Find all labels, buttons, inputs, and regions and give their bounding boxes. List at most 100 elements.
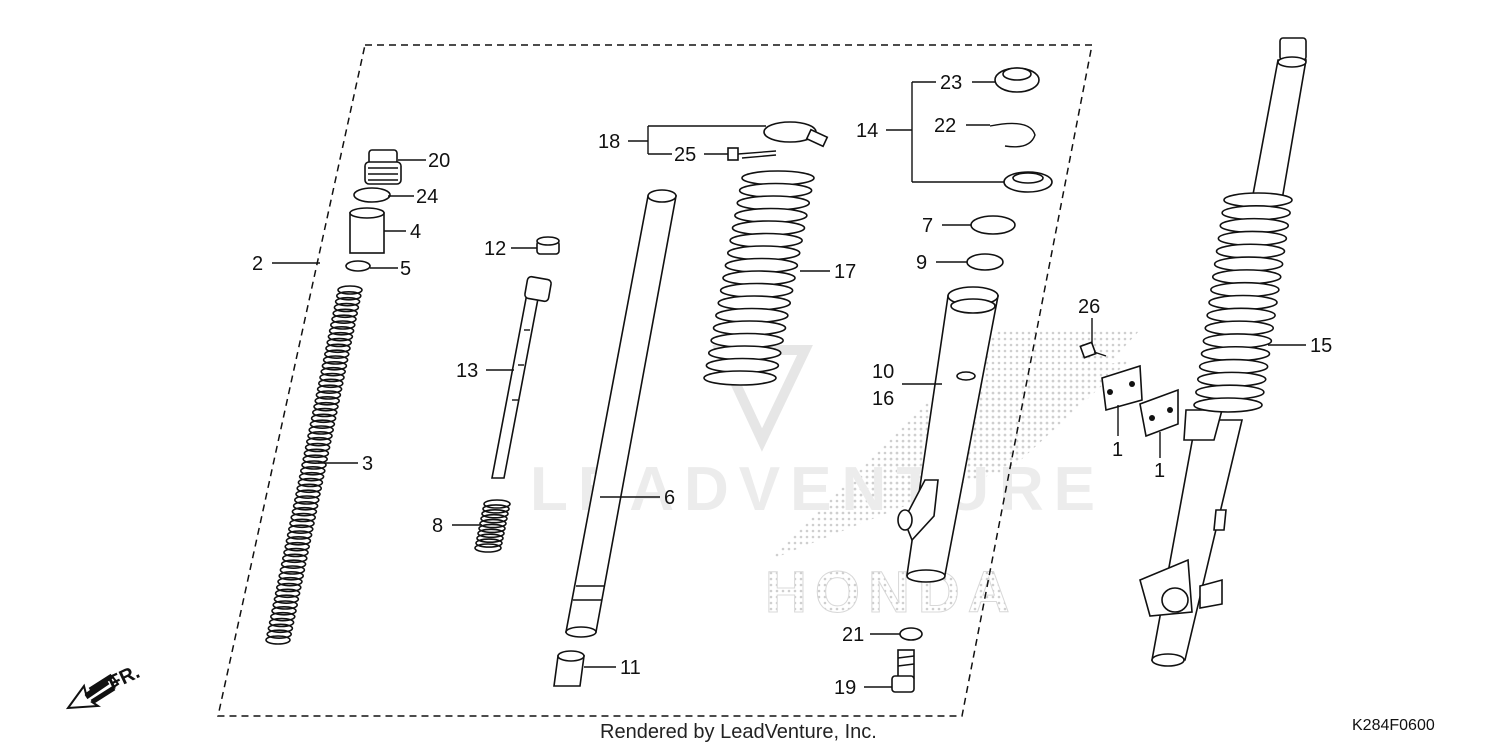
spring-coil	[316, 384, 343, 394]
spring-coil	[287, 524, 314, 534]
boot-fold	[703, 370, 777, 386]
spring-coil	[334, 296, 361, 307]
spring-coil	[314, 396, 341, 406]
callout-16: 16	[872, 388, 894, 410]
spring-coil	[303, 448, 330, 459]
callout-8: 8	[432, 515, 443, 537]
part-18-clamp	[763, 121, 829, 148]
spring-coil	[311, 407, 338, 418]
boot-fold	[1208, 294, 1278, 311]
spring-coil	[310, 413, 337, 424]
spring-coil	[267, 623, 294, 634]
spring-coil	[305, 436, 332, 447]
spring-coil	[320, 366, 347, 377]
callout-17: 17	[834, 261, 856, 283]
spring-coil	[331, 314, 357, 324]
part-12-cap	[536, 236, 560, 255]
spring-coil	[290, 512, 317, 523]
part-24-oring	[353, 187, 391, 203]
callout-1-a: 1	[1112, 439, 1123, 461]
boot-fold	[1193, 397, 1263, 413]
boot-fold	[1217, 230, 1288, 247]
spring-coil	[296, 483, 323, 494]
boot-fold	[1219, 217, 1290, 234]
spring-coil	[474, 543, 502, 553]
spring-coil	[286, 530, 313, 540]
spring-coil	[283, 547, 309, 558]
spring-coil	[299, 466, 326, 476]
part-17-dust-boot	[703, 170, 815, 386]
honda-watermark-text: HONDA	[765, 560, 1018, 625]
spring-coil	[309, 419, 336, 429]
boot-fold	[1211, 269, 1282, 285]
boot-fold	[1206, 307, 1276, 324]
boot-fold	[1215, 243, 1286, 260]
part-3-spring	[265, 285, 363, 645]
part-26-bolt	[1079, 341, 1107, 359]
part-6-fork-tube	[565, 189, 677, 638]
spring-coil	[477, 528, 505, 539]
spring-coil	[332, 308, 359, 319]
part-23-dust-seal	[994, 67, 1040, 93]
callout-13: 13	[456, 360, 478, 382]
spring-coil	[321, 361, 348, 371]
boot-fold	[1210, 281, 1280, 298]
callout-22: 22	[934, 115, 956, 137]
spring-coil	[480, 513, 508, 524]
spring-coil	[275, 582, 302, 593]
callout-labels: 2 20 24 4 5 3 12 13 8 6 11 18 25 17 14 2…	[252, 72, 1332, 699]
part-8-spring	[474, 499, 511, 553]
spring-coil	[327, 331, 354, 342]
spring-coil	[272, 600, 299, 610]
part-1-bracket-b	[1139, 388, 1179, 438]
part-5-washer	[345, 260, 371, 272]
boot-fold	[1221, 205, 1291, 221]
spring-coil	[280, 559, 307, 569]
spring-coil	[335, 291, 362, 301]
callout-21: 21	[842, 624, 864, 646]
spring-coil	[302, 454, 329, 464]
part-1-bracket-a	[1101, 364, 1143, 412]
boot-fold	[1198, 358, 1269, 375]
spring-coil	[482, 504, 510, 514]
diagram-code: K284F0600	[1352, 717, 1435, 734]
spring-coil	[337, 285, 363, 295]
callout-11: 11	[620, 657, 641, 679]
callout-24: 24	[416, 186, 438, 208]
spring-coil	[315, 390, 342, 400]
part-7-washer	[970, 215, 1016, 235]
spring-coil	[313, 401, 339, 412]
leader-lines	[272, 81, 1306, 688]
boot-fold	[1204, 320, 1275, 336]
callout-18: 18	[598, 131, 620, 153]
part-19-bolt	[891, 649, 915, 693]
boot-fold	[1202, 333, 1273, 349]
spring-coil	[329, 320, 356, 330]
boot-fold	[1196, 371, 1267, 388]
spring-coil	[476, 533, 504, 544]
callout-23: 23	[940, 72, 962, 94]
rendered-by-text: Rendered by LeadVenture, Inc.	[600, 721, 877, 743]
part-21-washer	[899, 627, 923, 641]
part-14-oil-seal	[1003, 171, 1053, 193]
spring-coil	[295, 489, 321, 499]
part-15-fork-assembly	[1139, 37, 1307, 667]
callout-26: 26	[1078, 296, 1100, 318]
spring-coil	[266, 629, 293, 639]
callout-1-b: 1	[1154, 460, 1165, 482]
callout-19: 19	[834, 677, 856, 699]
callout-4: 4	[410, 221, 421, 243]
callout-14: 14	[856, 120, 878, 142]
spring-coil	[307, 431, 333, 441]
spring-coil	[289, 518, 315, 529]
spring-coil	[481, 508, 509, 519]
boot-fold	[1213, 256, 1284, 272]
spring-coil	[326, 337, 353, 348]
callout-15: 15	[1310, 335, 1332, 357]
part-20-bolt	[364, 149, 402, 185]
spring-coil	[319, 372, 345, 383]
spring-coil	[279, 565, 306, 575]
part-10-bottom-case	[897, 286, 999, 583]
callout-12: 12	[484, 238, 506, 260]
spring-coil	[301, 460, 327, 470]
